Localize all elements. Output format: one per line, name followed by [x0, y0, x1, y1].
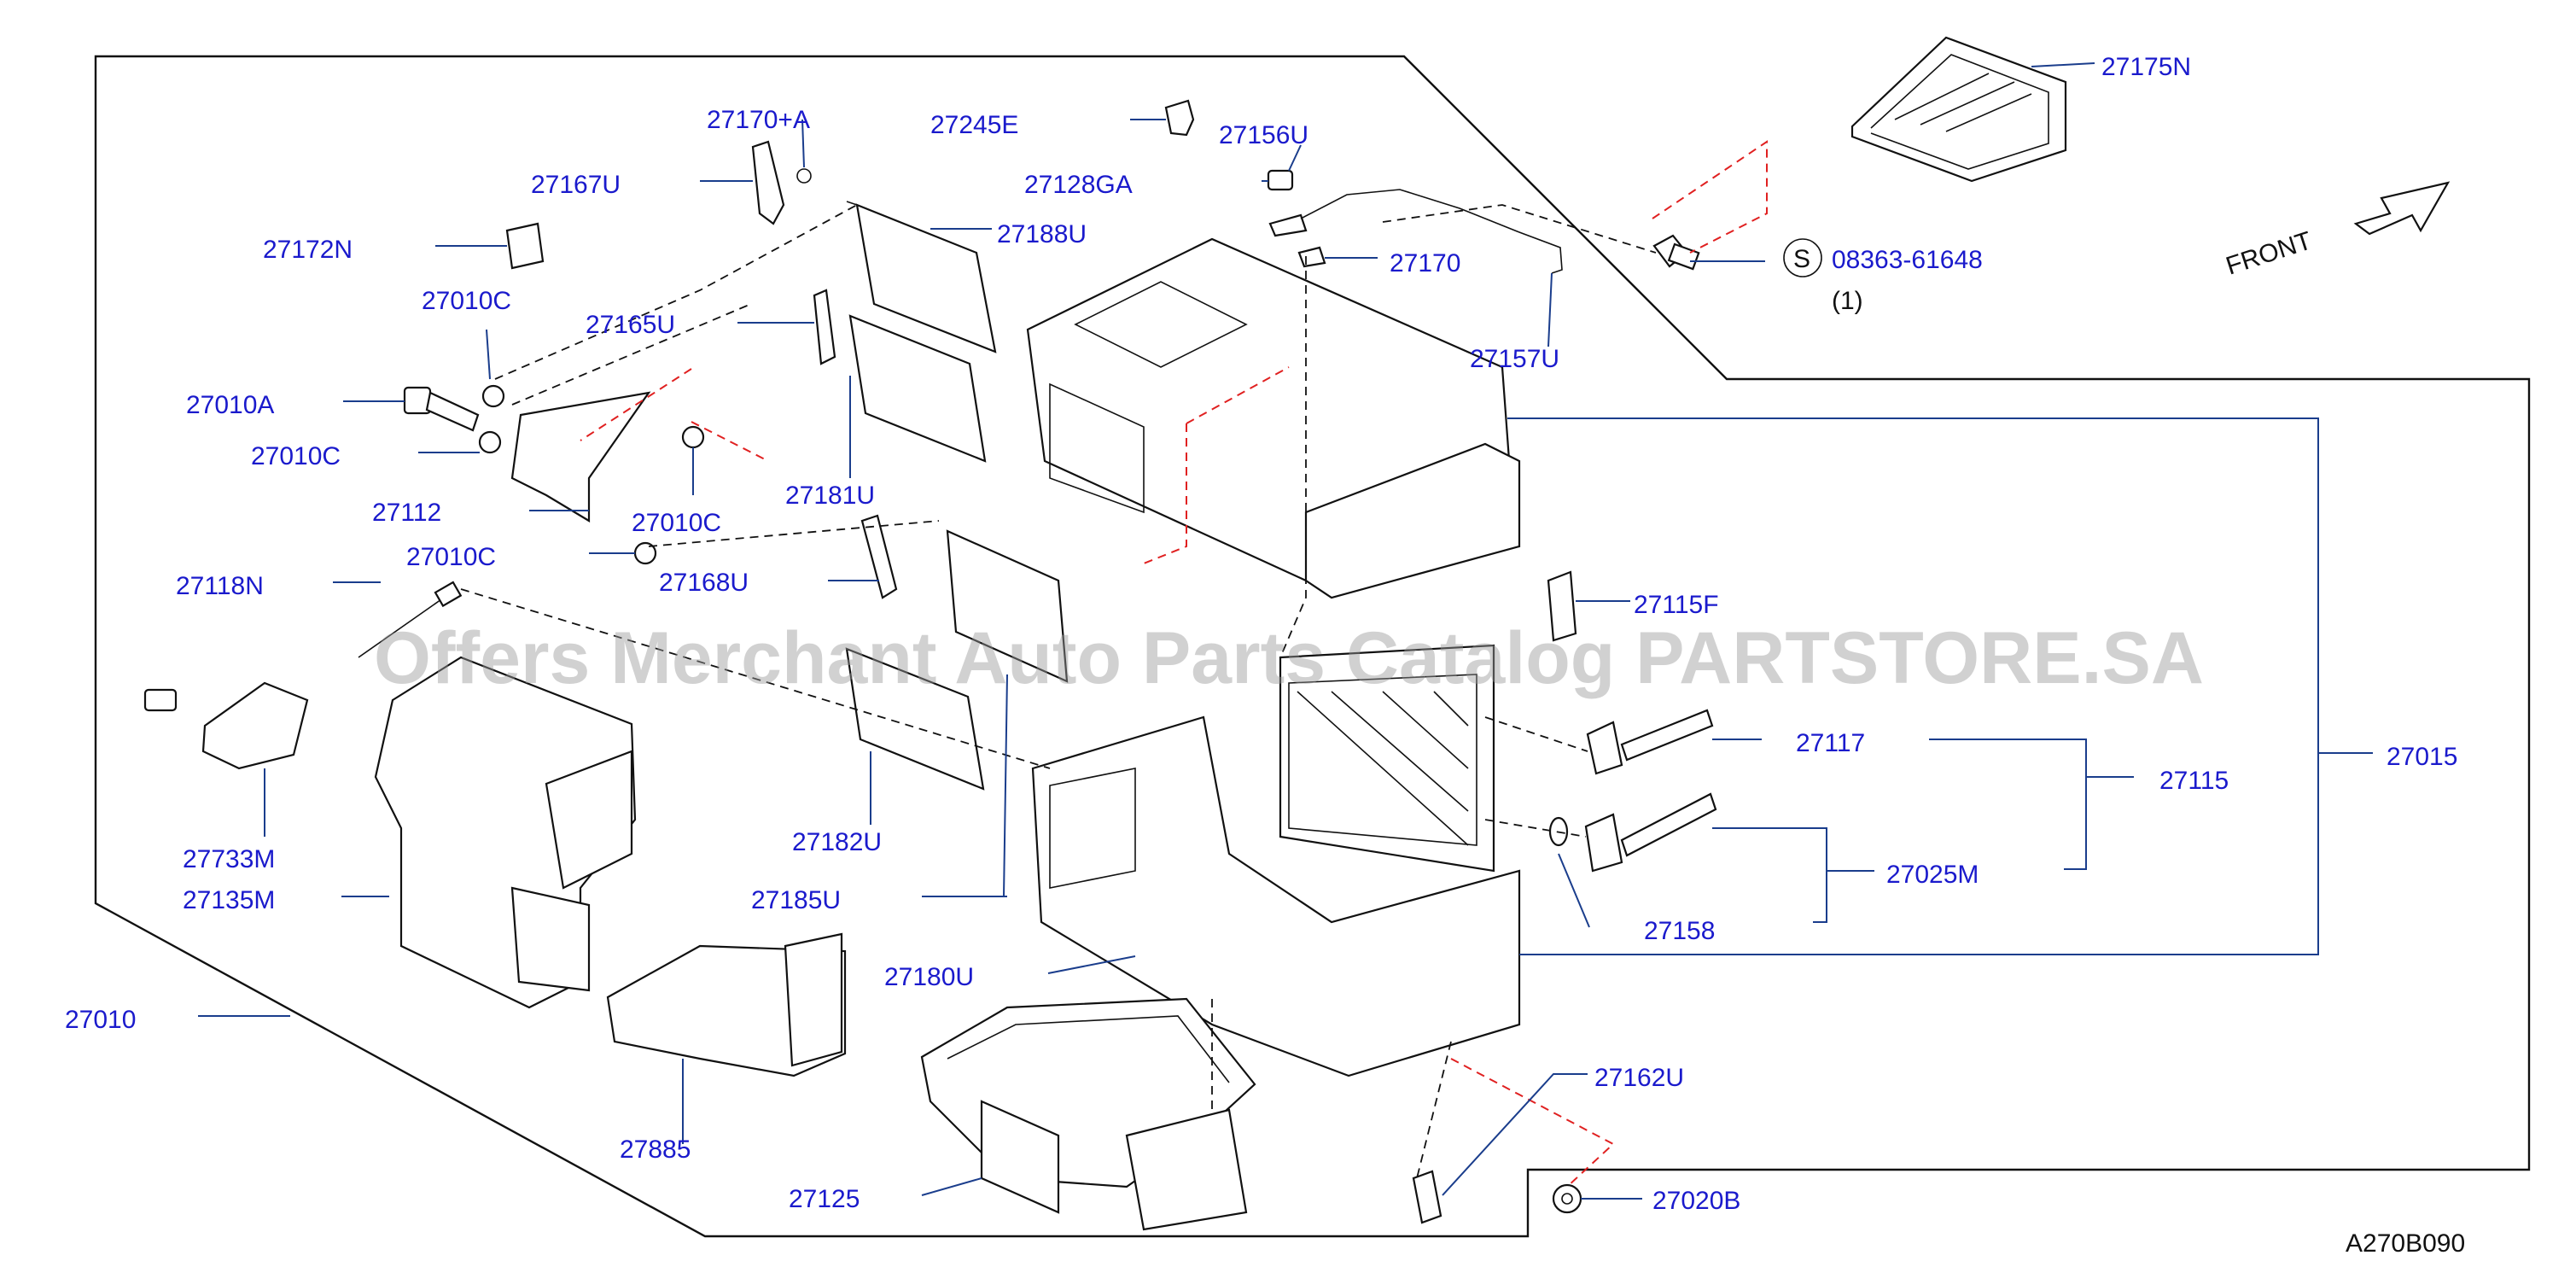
label-27025m: 27025M	[1886, 861, 1979, 889]
front-arrow-icon	[2353, 181, 2451, 236]
label-27010c-4: 27010C	[406, 543, 496, 571]
label-27115f: 27115F	[1634, 591, 1719, 619]
washer-27010c-3-icon	[681, 425, 705, 449]
label-27181u: 27181U	[785, 482, 875, 510]
clip-27245e	[1164, 99, 1195, 137]
label-27128ga: 27128GA	[1024, 171, 1133, 199]
label-27112: 27112	[372, 499, 441, 527]
label-27118n: 27118N	[176, 572, 264, 600]
label-27010: 27010	[65, 1006, 136, 1034]
label-27156u: 27156U	[1219, 121, 1308, 149]
duct-27135m	[374, 656, 637, 1009]
label-27010a: 27010A	[186, 391, 274, 419]
label-27245e: 27245E	[930, 111, 1018, 139]
label-27172n: 27172N	[263, 236, 353, 264]
lever-27156u	[1267, 169, 1326, 268]
nut-27020b-icon	[1552, 1183, 1582, 1214]
label-27010c-1: 27010C	[422, 287, 511, 315]
bolt-27010a-icon	[403, 386, 480, 432]
sensor-27118n	[358, 581, 463, 658]
label-08363-61648: 08363-61648	[1832, 246, 1983, 274]
link-27165u	[813, 289, 836, 365]
label-27885: 27885	[620, 1136, 691, 1164]
label-27185u: 27185U	[751, 886, 841, 914]
main-unit-27015	[1026, 237, 1521, 1077]
assembly-outline	[94, 55, 2531, 1238]
label-27115: 27115	[2159, 767, 2229, 795]
pipe-27025m	[1548, 792, 1717, 873]
washer-27010c-2-icon	[478, 430, 502, 454]
assembly-dashed-lines	[460, 204, 1657, 1179]
label-27175n: 27175N	[2101, 53, 2191, 81]
pipe-27117	[1586, 709, 1714, 775]
case-27125	[920, 997, 1256, 1231]
label-27733m: 27733M	[183, 845, 275, 873]
washer-27010c-1-icon	[481, 384, 505, 408]
watermark: Offers Merchant Auto Parts Catalog PARTS…	[374, 617, 2204, 699]
label-27135m: 27135M	[183, 886, 275, 914]
label-27170: 27170	[1390, 249, 1460, 277]
bracket-27112	[510, 391, 651, 523]
door-27185u	[946, 529, 1069, 683]
label-27162u: 27162U	[1594, 1064, 1684, 1092]
actuator-27733m	[143, 681, 309, 770]
door-27188u	[855, 203, 997, 353]
label-27167u: 27167U	[531, 171, 621, 199]
label-27188u: 27188U	[997, 220, 1087, 248]
label-27182u: 27182U	[792, 828, 882, 856]
label-27165u: 27165U	[586, 311, 675, 339]
bracket-27172n	[505, 222, 545, 270]
rod-27157u	[1300, 189, 1563, 274]
label-27180u: 27180U	[884, 963, 974, 991]
label-27117: 27117	[1796, 729, 1865, 757]
front-label: FRONT	[2223, 226, 2315, 280]
label-27168u: 27168U	[659, 569, 749, 597]
bolt-qty: (1)	[1832, 287, 1863, 315]
clip-27162u	[1412, 1170, 1442, 1224]
duct-27885	[606, 932, 847, 1077]
door-27181u	[848, 314, 987, 463]
bracket-27115f	[1547, 570, 1577, 642]
bolt-symbol: S	[1793, 245, 1810, 273]
filter-frame-27175n	[1850, 36, 2067, 183]
label-27010c-3: 27010C	[632, 509, 721, 537]
label-27020b: 27020B	[1652, 1187, 1740, 1215]
leader-lines	[198, 62, 2373, 1200]
label-27125: 27125	[789, 1185, 860, 1213]
label-27170a: 27170+A	[707, 106, 810, 134]
drawing-code: A270B090	[2346, 1229, 2465, 1258]
label-27158: 27158	[1644, 917, 1715, 945]
label-27010c-2: 27010C	[251, 442, 341, 470]
label-27015: 27015	[2387, 743, 2457, 771]
red-dashed-lines	[580, 140, 1768, 1188]
label-27157u: 27157U	[1470, 345, 1559, 373]
link-27168u	[860, 514, 898, 599]
link-27167u	[751, 140, 812, 225]
